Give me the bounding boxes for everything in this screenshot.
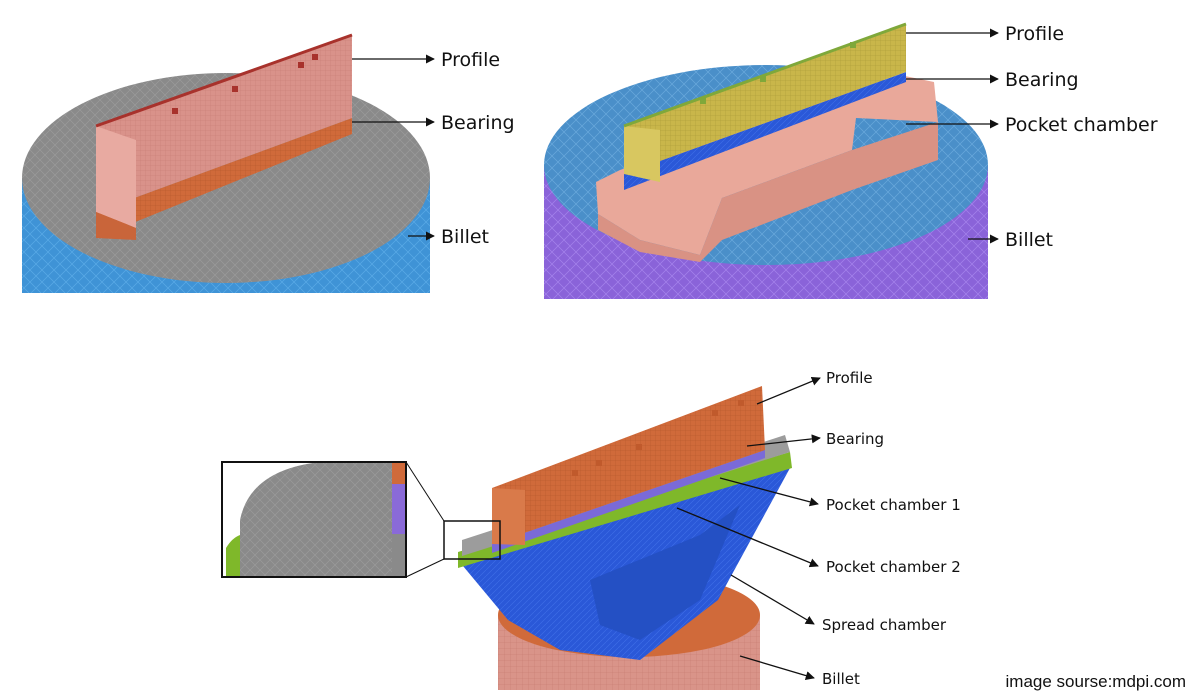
pocket-chamber-2-side [598, 122, 938, 262]
panel-1 [20, 33, 432, 294]
bearing-3 [492, 450, 765, 553]
bearing-1 [96, 118, 352, 238]
profile-1 [96, 35, 352, 212]
profile-2 [624, 24, 906, 174]
labels-panel-1: Profile Bearing Billet [441, 49, 515, 248]
label-billet-3: Billet [822, 670, 860, 688]
labels-panel-2: Profile Bearing Pocket chamber Billet [1005, 23, 1158, 251]
label-bearing-1: Bearing [441, 112, 515, 134]
label-pocket-chamber-2: Pocket chamber [1005, 114, 1158, 136]
pocket-chamber-2 [596, 75, 938, 255]
profile-2-edge [623, 22, 907, 128]
label-billet-2: Billet [1005, 229, 1053, 251]
zoom-source-box [443, 520, 501, 560]
label-pocket-chamber-2-b: Pocket chamber 2 [826, 558, 961, 576]
panel-3 [221, 386, 792, 690]
label-profile-2: Profile [1005, 23, 1064, 45]
label-bearing-3: Bearing [826, 430, 884, 448]
arrows [352, 28, 999, 681]
label-spread-chamber: Spread chamber [822, 616, 947, 634]
profile-1-leg-base [96, 212, 136, 240]
label-pocket-chamber-1: Pocket chamber 1 [826, 496, 961, 514]
image-source-caption: image sourse:mdpi.com [1005, 672, 1186, 691]
label-profile-1: Profile [441, 49, 500, 71]
label-bearing-2: Bearing [1005, 69, 1079, 91]
spread-chamber-inner [590, 505, 740, 640]
profile-3-leg [492, 488, 525, 545]
pocket-chamber-2-layer [458, 452, 792, 568]
zoom-connector-bottom [405, 558, 445, 578]
profile-1-leg [96, 126, 136, 228]
label-profile-3: Profile [826, 369, 873, 387]
label-billet-1: Billet [441, 226, 489, 248]
profile-3 [492, 386, 765, 544]
zoom-connector-top [405, 461, 445, 522]
profile-1-edge [95, 33, 353, 128]
zoom-inset [221, 461, 407, 578]
labels-panel-3: Profile Bearing Pocket chamber 1 Pocket … [822, 369, 961, 688]
profile-2-leg [624, 126, 660, 182]
panel-2 [544, 22, 988, 299]
bearing-2 [624, 72, 906, 190]
spread-chamber [458, 468, 790, 660]
